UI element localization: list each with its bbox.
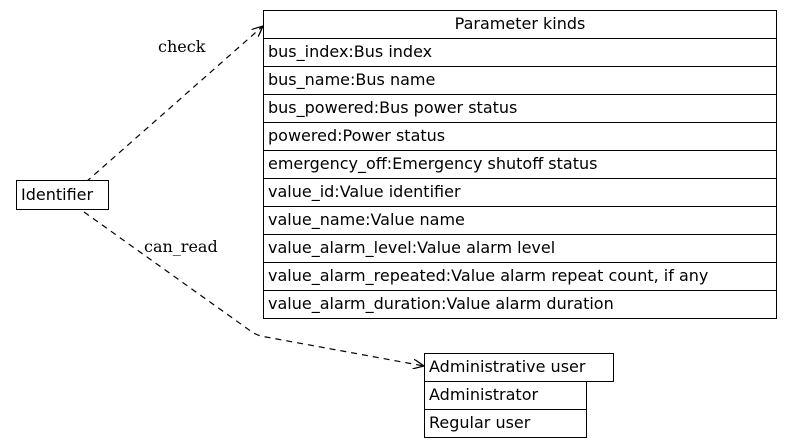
administrative-user-table[interactable]: Administrative user Administrator Regula…: [424, 353, 614, 438]
parameter-kind-row: value_name:Value name: [263, 207, 777, 235]
administrative-user-row: Regular user: [424, 410, 587, 438]
parameter-kind-row: powered:Power status: [263, 123, 777, 151]
parameter-kind-row: value_alarm_duration:Value alarm duratio…: [263, 291, 777, 319]
parameter-kinds-title: Parameter kinds: [263, 10, 777, 39]
edge-label-check: check: [158, 37, 206, 56]
parameter-kind-row: value_alarm_repeated:Value alarm repeat …: [263, 263, 777, 291]
administrative-user-row: Administrator: [424, 382, 587, 410]
identifier-node[interactable]: Identifier: [16, 180, 109, 210]
edge-can-read: [83, 211, 424, 366]
parameter-kind-row: bus_name:Bus name: [263, 67, 777, 95]
identifier-label: Identifier: [21, 185, 94, 204]
parameter-kinds-table[interactable]: Parameter kinds bus_index:Bus index bus_…: [263, 10, 777, 319]
parameter-kind-row: value_id:Value identifier: [263, 179, 777, 207]
administrative-user-title: Administrative user: [424, 353, 614, 382]
parameter-kind-row: value_alarm_level:Value alarm level: [263, 235, 777, 263]
parameter-kind-row: emergency_off:Emergency shutoff status: [263, 151, 777, 179]
parameter-kind-row: bus_index:Bus index: [263, 39, 777, 67]
edge-label-can-read: can_read: [144, 237, 218, 256]
parameter-kind-row: bus_powered:Bus power status: [263, 95, 777, 123]
